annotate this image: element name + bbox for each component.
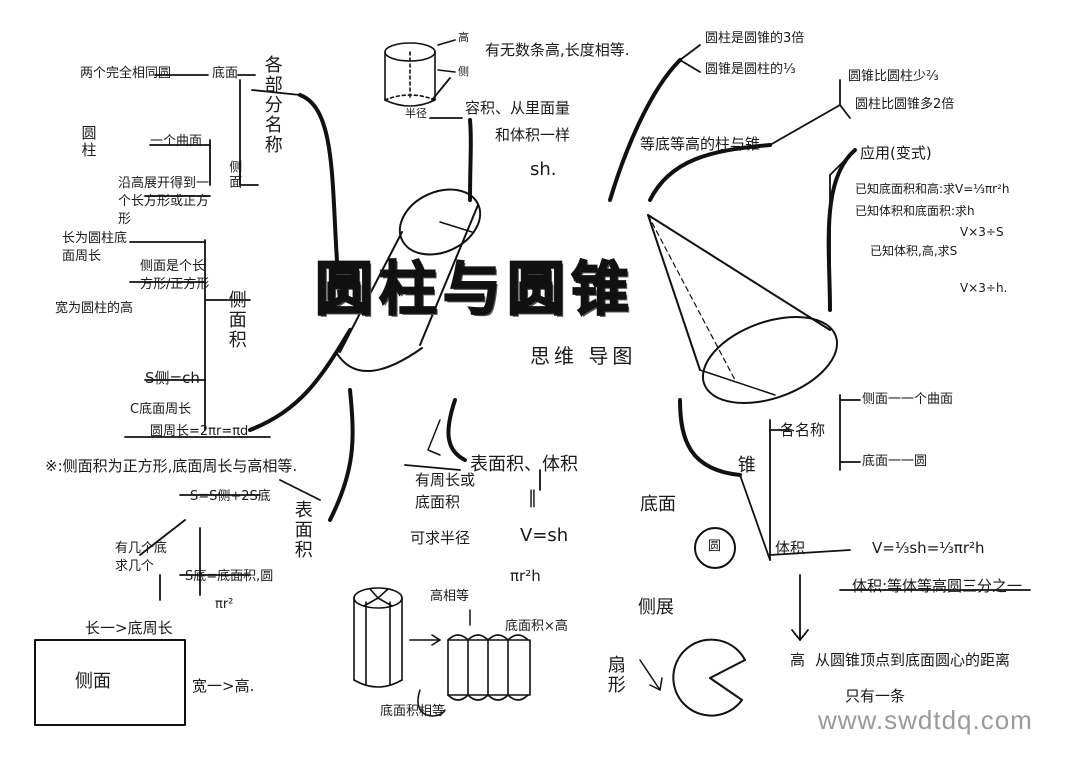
slice-label-height: 高相等	[430, 589, 470, 604]
surface-area-label: 表面积	[291, 500, 313, 560]
surface-formula: S=S侧+2S底	[190, 489, 271, 504]
width-eq: 宽为圆柱的高	[55, 301, 134, 316]
base-area-formula: S底=底面积,圆	[185, 569, 274, 584]
slice-cylinder-sketch	[353, 587, 441, 688]
cone-label: 锥	[734, 455, 756, 475]
comparison-line-2: 圆锥是圆柱的⅓	[705, 62, 796, 77]
cone-base-label: 底面	[640, 494, 676, 515]
volume-label: 表面积、体积	[470, 454, 578, 475]
heights-desc: 有无数条高,长度相等.	[485, 41, 630, 59]
cone-base-desc: 底面一一圆	[862, 454, 928, 469]
watermark: www.swdtdq.com	[818, 705, 1033, 735]
rect-center-label: 侧面	[75, 671, 111, 692]
circumference-label: C底面周长	[130, 402, 192, 417]
volume-formula-sh: V=sh	[520, 525, 569, 546]
cone-volume-formula: V=⅓sh=⅓πr²h	[872, 539, 985, 557]
application-label: 应用(变式)	[860, 144, 932, 162]
base-desc: 两个完全相同圆	[80, 66, 172, 81]
application-line-4: 已知体积,高,求S	[870, 244, 958, 258]
pi-r-squared: πr²	[215, 597, 234, 612]
base-count-hint: 有几个底求几个	[115, 541, 168, 575]
comparison-line-1: 圆柱是圆锥的3倍	[705, 31, 805, 46]
length-eq: 长为圆柱底面周长	[62, 231, 128, 265]
mini-radius-label: 半径	[405, 107, 427, 120]
rearranged-slices-sketch	[447, 634, 531, 701]
sector-sketch	[672, 638, 746, 717]
slice-label-base: 底面积相等	[380, 704, 446, 719]
application-line-3: V×3÷S	[960, 225, 1004, 239]
square-note: ※:侧面积为正方形,底面周长与高相等.	[45, 457, 298, 475]
application-line-1: 已知底面积和高:求V=⅓πr²h	[855, 182, 1010, 196]
rect-side-label: 宽一>高.	[192, 677, 255, 695]
rect-top-label: 长一>底周长	[85, 619, 173, 637]
small-cylinder-sketch	[384, 39, 456, 107]
center-cone-sketch	[647, 214, 839, 404]
comparison-label: 等底等高的柱与锥	[640, 135, 761, 153]
side-label: 侧面	[226, 160, 242, 190]
volume-desc-2: 和体积一样	[495, 126, 571, 144]
cone-sector-label: 扇形	[604, 655, 626, 695]
main-title: 圆柱与圆锥	[314, 255, 636, 323]
side-formula: S侧=ch	[145, 369, 200, 387]
side-desc-2: 沿高展开得到一个长方形或正方形	[118, 176, 210, 228]
volume-desc-3: sh.	[530, 159, 557, 180]
cone-side-desc: 侧面一一个曲面	[862, 392, 954, 407]
mini-top-label: 高	[458, 31, 469, 44]
cone-height-line-1: 从圆锥顶点到底面圆心的距离	[815, 651, 1011, 669]
application-line-2: 已知体积和底面积:求h	[855, 204, 975, 218]
subtitle: 思维 导图	[530, 344, 637, 368]
volume-given: 有周长或底面积	[415, 471, 476, 511]
volume-formula-base: 底面积×高	[505, 619, 568, 634]
side-desc-1: 一个曲面	[150, 134, 203, 149]
cone-parts-label: 各名称	[780, 421, 826, 439]
cylinder-label: 圆柱	[79, 125, 98, 159]
side-area-label: 侧面积	[225, 290, 247, 350]
application-line-5: V×3÷h.	[960, 281, 1008, 295]
parts-label: 各部分名称	[261, 55, 283, 155]
cone-volume-label: 体积	[775, 539, 806, 557]
volume-derive: 可求半径	[410, 529, 471, 547]
comparison-line-4: 圆柱比圆锥多2倍	[855, 97, 955, 112]
circumference-formula: 圆周长=2πr=πd	[150, 424, 249, 439]
base-label: 底面	[212, 66, 239, 81]
cone-height-label: 高	[790, 651, 806, 669]
mini-side-label: 侧	[458, 65, 469, 78]
cone-base-circle-label: 圆	[708, 539, 722, 554]
cone-height-line-2: 只有一条	[845, 687, 906, 705]
equal-mark-1: ‖	[528, 487, 537, 508]
volume-desc-1: 容积、从里面量	[465, 99, 571, 117]
comparison-line-3: 圆锥比圆柱少⅔	[848, 69, 939, 84]
cone-side-unfold: 侧展	[638, 597, 674, 618]
cone-volume-desc: 体积:等体等高圆三分之一	[852, 577, 1023, 595]
volume-formula-pi: πr²h	[510, 567, 541, 585]
unfold-desc: 侧面是个长方形/正方形	[140, 259, 210, 292]
side-rectangle	[34, 639, 186, 726]
cone-base-circle	[694, 527, 736, 569]
